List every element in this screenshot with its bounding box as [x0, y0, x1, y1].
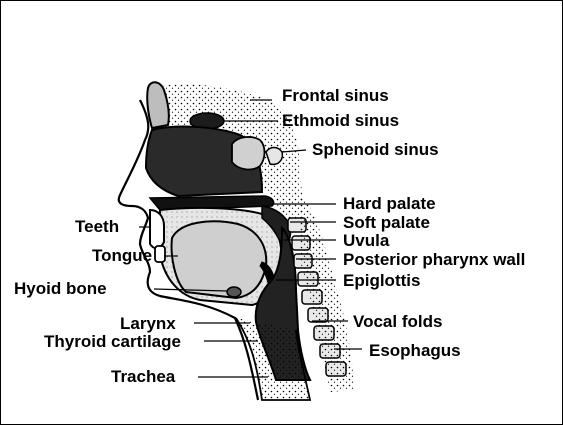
hyoid-bone-shape	[227, 287, 241, 297]
sphenoid-sinus-shape	[232, 137, 265, 170]
label-vocal-folds: Vocal folds	[353, 312, 442, 331]
label-trachea: Trachea	[111, 367, 176, 386]
label-thyroid-cartilage: Thyroid cartilage	[44, 332, 181, 351]
label-esophagus: Esophagus	[369, 341, 461, 360]
label-epiglottis: Epiglottis	[343, 271, 420, 290]
label-uvula: Uvula	[343, 231, 390, 250]
label-hard-palate: Hard palate	[343, 194, 436, 213]
label-frontal-sinus: Frontal sinus	[282, 86, 389, 105]
label-ethmoid-sinus: Ethmoid sinus	[282, 111, 399, 130]
lower-teeth-shape	[155, 246, 165, 262]
label-larynx: Larynx	[120, 314, 176, 333]
label-hyoid-bone: Hyoid bone	[14, 279, 107, 298]
label-soft-palate: Soft palate	[343, 213, 430, 232]
tongue-shape	[172, 221, 267, 298]
label-sphenoid-sinus: Sphenoid sinus	[312, 140, 439, 159]
label-posterior-pharynx-wall: Posterior pharynx wall	[343, 250, 525, 269]
teeth-shape	[150, 210, 164, 248]
label-teeth: Teeth	[75, 217, 119, 236]
label-tongue: Tongue	[92, 246, 152, 265]
